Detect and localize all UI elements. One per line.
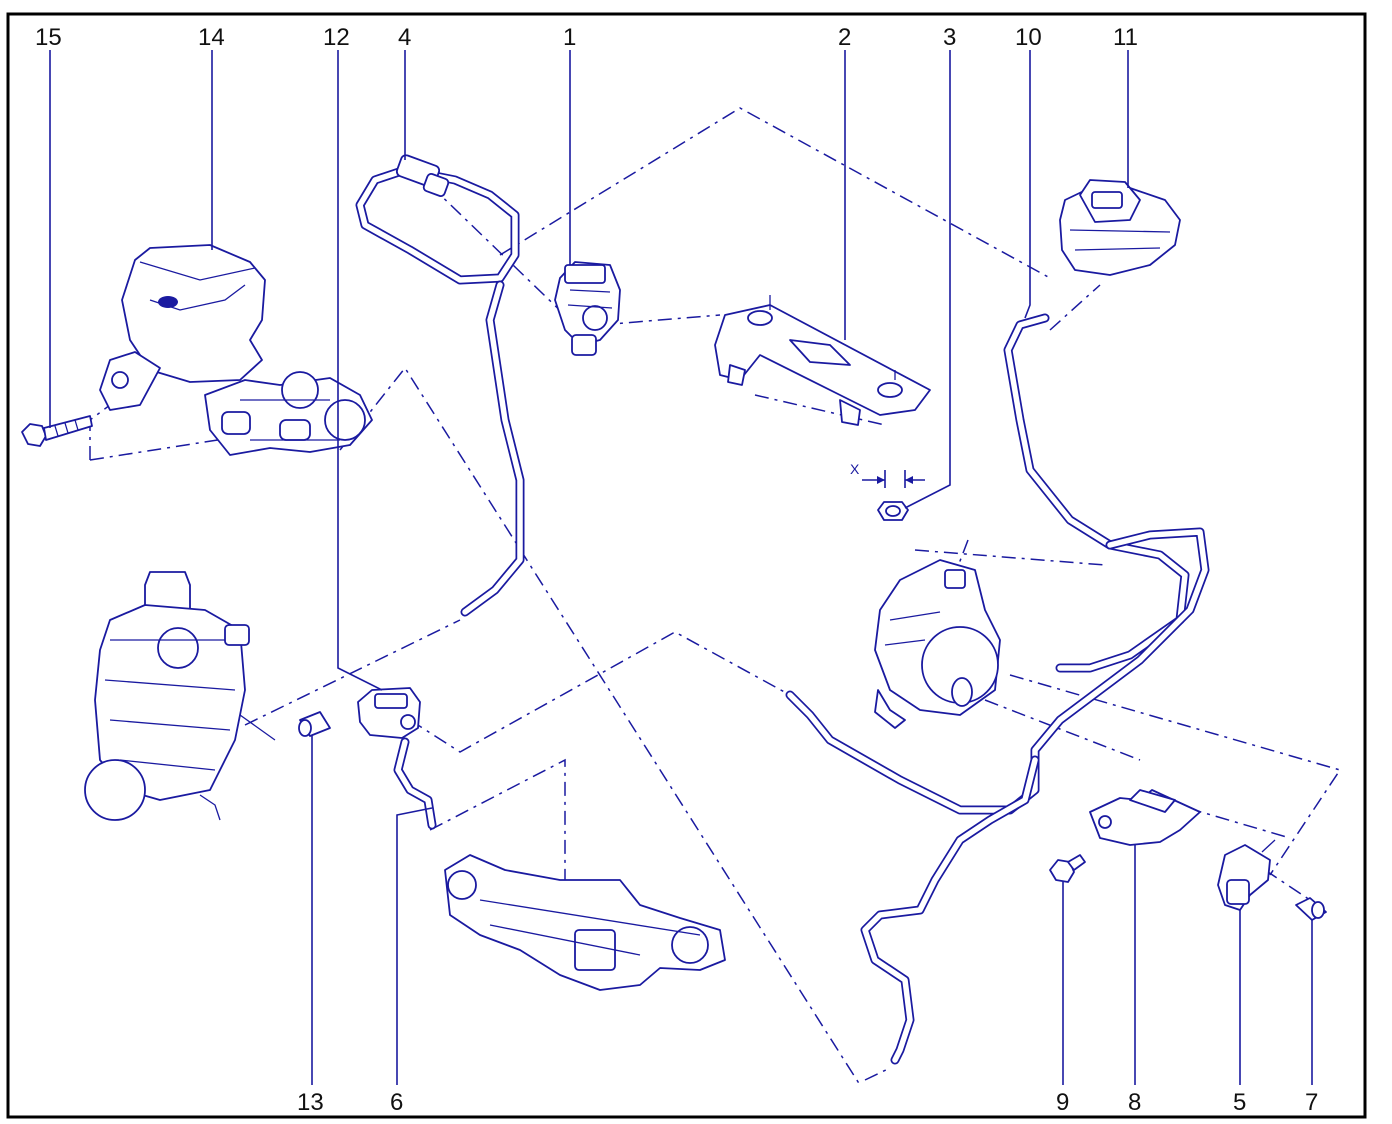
label-4: 4 xyxy=(398,24,411,51)
dimension-x-label: X xyxy=(850,461,860,477)
part-10-coolant-pipe xyxy=(785,313,1210,1065)
part-11-expansion-tank xyxy=(1059,179,1181,276)
label-3: 3 xyxy=(943,24,956,51)
label-12: 12 xyxy=(323,24,350,51)
part-13-bolt xyxy=(298,711,331,737)
label-15: 15 xyxy=(35,24,62,51)
egr-cooler xyxy=(444,854,726,991)
part-7-bolt xyxy=(1295,897,1327,921)
part-3-nut: X xyxy=(850,461,925,521)
part-2-bracket xyxy=(714,295,931,426)
part-6-hose xyxy=(393,737,437,830)
label-7: 7 xyxy=(1305,1089,1318,1116)
part-15-bolt xyxy=(21,415,93,447)
part-8-bracket xyxy=(1089,789,1201,846)
label-5: 5 xyxy=(1233,1089,1246,1116)
vacuum-pump xyxy=(874,559,1001,729)
part-12-sensor xyxy=(357,687,421,739)
label-9: 9 xyxy=(1056,1089,1069,1116)
part-9-bolt xyxy=(1049,854,1086,883)
diagram-frame xyxy=(6,12,1367,1119)
label-1: 1 xyxy=(563,24,576,51)
label-10: 10 xyxy=(1015,24,1042,51)
turbocharger xyxy=(84,571,276,821)
label-2: 2 xyxy=(838,24,851,51)
label-14: 14 xyxy=(198,24,225,51)
label-6: 6 xyxy=(390,1089,403,1116)
part-14-bracket-housing xyxy=(99,244,373,456)
part-4-hose xyxy=(355,154,525,617)
leader-lines xyxy=(49,50,1313,1085)
label-8: 8 xyxy=(1128,1089,1141,1116)
part-5-sensor xyxy=(1217,839,1276,911)
label-11: 11 xyxy=(1113,24,1138,51)
label-13: 13 xyxy=(297,1089,324,1116)
part-1-solenoid-valve xyxy=(554,261,621,356)
